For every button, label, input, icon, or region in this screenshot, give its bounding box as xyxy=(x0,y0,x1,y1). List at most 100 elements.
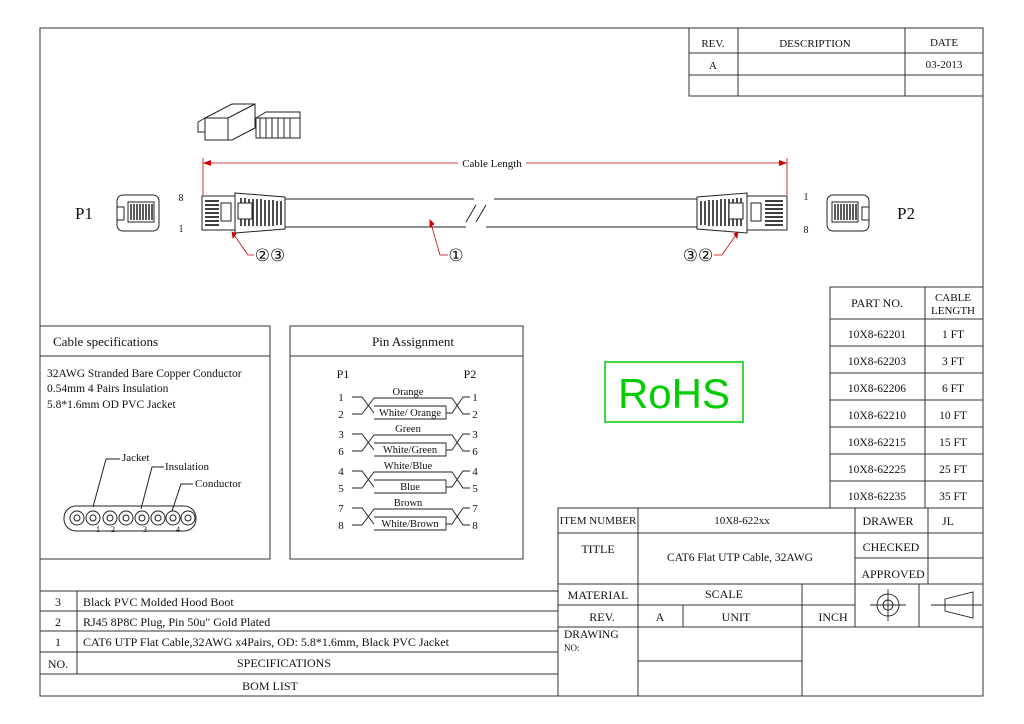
bom-row-spec: Black PVC Molded Hood Boot xyxy=(83,595,234,609)
cable-length-cell: 35 FT xyxy=(939,491,967,503)
title-block xyxy=(557,507,984,697)
cable-length-header-1: CABLE xyxy=(935,292,971,304)
pin-right-number: 2 xyxy=(472,409,478,421)
pair-number-4: 4 xyxy=(176,525,180,534)
cable-side-view xyxy=(201,192,788,234)
part-number-cell: 10X8-62206 xyxy=(848,383,906,395)
pin-left-number: 7 xyxy=(338,503,344,515)
callout-2-3-left: ②③ xyxy=(255,246,285,265)
cable-spec-line-1: 32AWG Stranded Bare Copper Conductor xyxy=(47,368,242,380)
material-label: MATERIAL xyxy=(568,588,629,602)
wire-color-label: Orange xyxy=(393,387,424,398)
pin-p2-label: P2 xyxy=(464,367,477,381)
rev-header: REV. xyxy=(701,38,725,50)
pin-left-number: 1 xyxy=(338,392,344,404)
bom-row-spec: CAT6 UTP Flat Cable,32AWG x4Pairs, OD: 5… xyxy=(83,635,450,649)
pin-left-number: 8 xyxy=(338,520,344,532)
pin-right-number: 3 xyxy=(472,429,478,441)
callout-3-2-right: ③② xyxy=(683,246,713,265)
description-header: DESCRIPTION xyxy=(779,38,851,50)
part-number-cell: 10X8-62215 xyxy=(848,437,906,449)
part-number-cell: 10X8-62235 xyxy=(848,491,906,503)
rohs-mark: RoHS xyxy=(618,370,730,417)
pin-right-number: 5 xyxy=(472,483,478,495)
conductor-label: Conductor xyxy=(195,478,242,490)
pin-left-number: 2 xyxy=(338,409,344,421)
scale-label: SCALE xyxy=(705,587,743,601)
bom-table xyxy=(40,590,558,675)
pin-right-number: 1 xyxy=(472,392,478,404)
wire-color-label: Blue xyxy=(400,482,420,493)
pin-p1-label: P1 xyxy=(337,367,350,381)
cable-cross-section-icon xyxy=(63,458,197,532)
pin-right-number: 8 xyxy=(472,520,478,532)
pin-assignment-title: Pin Assignment xyxy=(372,334,454,349)
pin-1-left: 1 xyxy=(179,224,184,235)
date-value: 03-2013 xyxy=(926,59,963,71)
insulation-label: Insulation xyxy=(165,461,209,473)
part-number-cell: 10X8-62210 xyxy=(848,410,906,422)
title-value: CAT6 Flat UTP Cable, 32AWG xyxy=(667,552,813,564)
wire-color-label: White/Brown xyxy=(381,519,439,530)
pin-left-number: 5 xyxy=(338,483,344,495)
drawer-value: JL xyxy=(942,514,954,528)
drawer-label: DRAWER xyxy=(862,514,913,528)
cable-length-cell: 3 FT xyxy=(942,356,964,368)
wire-color-label: White/ Orange xyxy=(379,408,441,419)
date-header: DATE xyxy=(930,37,958,49)
wire-color-label: White/Blue xyxy=(384,461,433,472)
pin-left-number: 3 xyxy=(338,429,344,441)
bom-spec-header: SPECIFICATIONS xyxy=(237,656,331,670)
rev-value-title: A xyxy=(656,610,665,624)
cable-specs-panel: Cable specifications 32AWG Stranded Bare… xyxy=(39,325,271,560)
pin-right-number: 7 xyxy=(472,503,478,515)
pin-1-right: 1 xyxy=(804,192,809,203)
unit-label: UNIT xyxy=(722,610,751,624)
bom-footer: BOM LIST xyxy=(242,679,298,693)
pair-number-1: 1 xyxy=(96,525,100,534)
pin-crossover-wires xyxy=(352,507,470,531)
cable-specs-title: Cable specifications xyxy=(53,334,158,349)
bom-row-number: 1 xyxy=(55,635,61,649)
wire-color-label: Brown xyxy=(394,498,423,509)
pin-left-number: 6 xyxy=(338,446,344,458)
title-label: TITLE xyxy=(581,542,614,556)
jacket-label: Jacket xyxy=(122,452,149,464)
p2-label: P2 xyxy=(897,204,915,223)
pair-number-3: 3 xyxy=(143,525,147,534)
cable-length-label: Cable Length xyxy=(462,158,522,170)
drawing-no-label-2: NO: xyxy=(564,643,580,653)
cable-length-dimension: Cable Length xyxy=(202,157,788,195)
wire-color-label: Green xyxy=(395,424,421,435)
pin-right-number: 6 xyxy=(472,446,478,458)
projection-symbol-icon xyxy=(870,589,982,621)
rev-value: A xyxy=(709,60,717,72)
bom-row-number: 2 xyxy=(55,615,61,629)
pair-number-2: 2 xyxy=(111,525,115,534)
cable-length-header-2: LENGTH xyxy=(931,305,975,317)
part-number-cell: 10X8-62201 xyxy=(848,329,906,341)
plug-sketch-icon xyxy=(197,103,301,141)
pin-left-number: 4 xyxy=(338,466,344,478)
revision-block: REV. DESCRIPTION DATE A 03-2013 xyxy=(688,27,984,97)
item-number-label: ITEM NUMBER xyxy=(560,515,637,527)
cable-length-cell: 25 FT xyxy=(939,464,967,476)
pin-crossover-wires xyxy=(352,433,470,457)
p1-label: P1 xyxy=(75,204,93,223)
pin-8-left: 8 xyxy=(179,193,184,204)
cable-length-cell: 15 FT xyxy=(939,437,967,449)
pin-crossover-wires xyxy=(352,396,470,420)
pin-8-right: 8 xyxy=(804,225,809,236)
unit-value: INCH xyxy=(818,610,848,624)
p1-connector-face-icon xyxy=(116,194,160,232)
cable-length-cell: 10 FT xyxy=(939,410,967,422)
callout-1: ① xyxy=(448,246,463,265)
pin-crossover-wires xyxy=(352,470,470,494)
approved-label: APPROVED xyxy=(861,567,925,581)
pin-right-number: 4 xyxy=(472,466,478,478)
wire-color-label: White/Green xyxy=(383,445,438,456)
